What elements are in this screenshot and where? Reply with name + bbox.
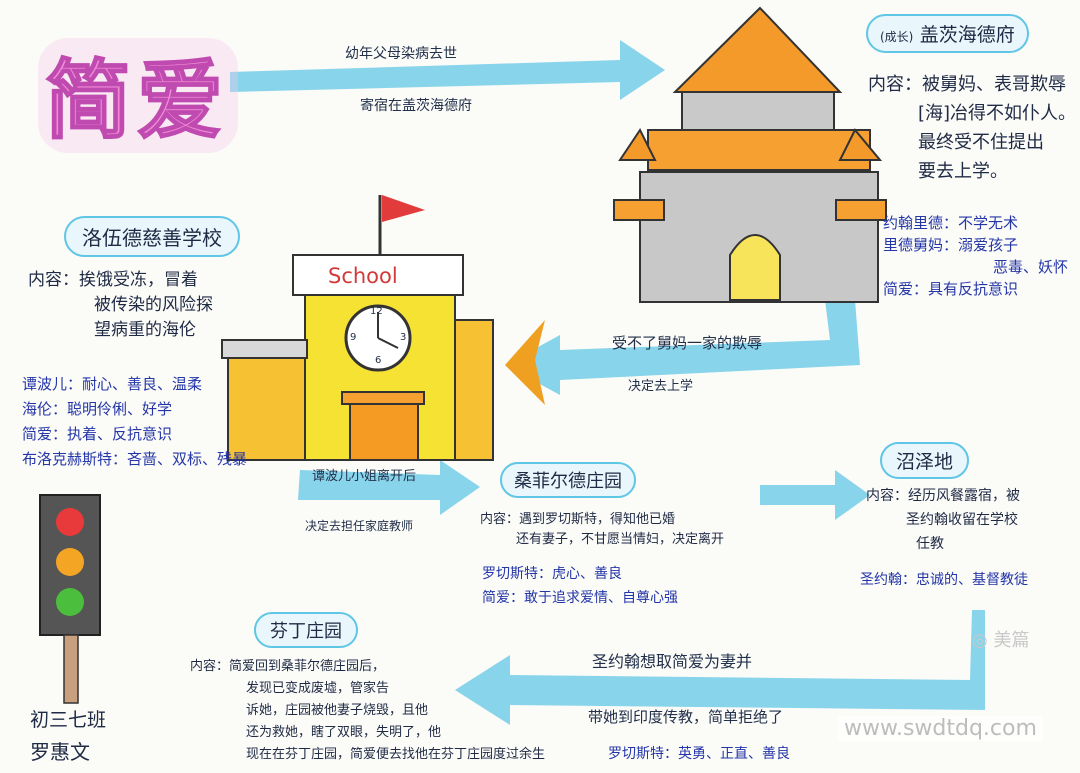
school-illustration bbox=[221, 195, 494, 461]
gateshead-title-box: (成长) 盖茨海德府 bbox=[866, 14, 1029, 53]
watermark-logo-text: 美篇 bbox=[993, 630, 1030, 651]
lowood-title: 洛伍德慈善学校 bbox=[64, 216, 240, 257]
clock-label-6: 6 bbox=[375, 355, 382, 366]
gateshead-char-line: 里德舅妈：溺爱孩子 bbox=[883, 236, 1019, 254]
gateshead-char-line: 恶毒、妖怀 bbox=[993, 258, 1069, 276]
arrow5-top-label: 圣约翰想取简爱为妻并 bbox=[592, 652, 753, 671]
gateshead-section: (成长) 盖茨海德府 bbox=[866, 14, 1029, 53]
marsh-characters: 圣约翰：忠诚的、基督教徒 bbox=[860, 570, 1028, 590]
ferndean-content: 内容：简爱回到桑菲尔德庄园后， 发现已变成废墟，管家告 诉她，庄园被他妻子烧毁，… bbox=[190, 656, 545, 766]
marsh-char-line: 圣约翰：忠诚的、基督教徒 bbox=[860, 572, 1028, 588]
lowood-content: 内容：挨饿受冻，冒着 被传染的风险探 望病重的海伦 bbox=[28, 268, 213, 343]
clock-label-12: 12 bbox=[370, 306, 383, 317]
clock-label-3: 3 bbox=[400, 332, 407, 343]
main-title: 简爱 bbox=[44, 50, 229, 152]
ferndean-char-line: 罗切斯特：英勇、正直、善良 bbox=[608, 746, 790, 762]
marsh-title: 沼泽地 bbox=[880, 442, 970, 479]
gateshead-title-prefix: (成长) bbox=[880, 30, 914, 44]
ferndean-content-line: 诉她，庄园被他妻子烧毁，且他 bbox=[246, 703, 429, 718]
clock-label-9: 9 bbox=[350, 332, 357, 343]
lowood-content-line: 内容：挨饿受冻，冒着 bbox=[28, 270, 198, 290]
gateshead-content-line: [海]冶得不如仆人。 bbox=[918, 103, 1077, 124]
gateshead-title: 盖茨海德府 bbox=[919, 24, 1015, 46]
ferndean-content-line: 现在在芬丁庄园，简爱便去找他在芬丁庄园度过余生 bbox=[246, 747, 546, 762]
lowood-characters: 谭波儿：耐心、善良、温柔 海伦：聪明伶俐、好学 简爱：执着、反抗意识 布洛克赫斯… bbox=[22, 372, 247, 472]
arrow1-top-label: 幼年父母染病去世 bbox=[345, 46, 457, 62]
thornfield-characters: 罗切斯特：虎心、善良 简爱：敢于追求爱情、自尊心强 bbox=[482, 562, 678, 610]
ferndean-characters: 罗切斯特：英勇、正直、善良 bbox=[608, 744, 790, 764]
traffic-light-illustration bbox=[39, 494, 101, 704]
castle-illustration bbox=[613, 6, 887, 303]
marsh-content: 内容：经历风餐露宿，被 圣约翰收留在学校 任教 bbox=[866, 484, 1020, 556]
ferndean-content-line: 内容：简爱回到桑菲尔德庄园后， bbox=[190, 659, 386, 674]
watermark-site: www.swdtdq.com bbox=[838, 716, 1043, 741]
author-class: 初三七班 bbox=[30, 709, 107, 731]
gateshead-content-line: 最终受不住提出 bbox=[918, 132, 1044, 153]
gateshead-content-line: 要去上学。 bbox=[918, 161, 1008, 182]
gateshead-characters: 约翰里德：不学无术 里德舅妈：溺爱孩子 恶毒、妖怀 简爱：具有反抗意识 bbox=[883, 212, 1068, 300]
watermark-logo: ◎ 美篇 bbox=[972, 626, 1029, 652]
gateshead-content: 内容：被舅妈、表哥欺辱 [海]冶得不如仆人。 最终受不住提出 要去上学。 bbox=[868, 70, 1076, 186]
arrow5-bottom-label: 带她到印度传教，简单拒绝了 bbox=[588, 708, 784, 726]
lowood-char-line: 布洛克赫斯特：吝啬、双标、残暴 bbox=[22, 450, 248, 468]
ferndean-content-line: 发现已变成废墟，管家告 bbox=[246, 681, 390, 696]
watermark-logo-icon: ◎ bbox=[972, 630, 988, 651]
gateshead-char-line: 约翰里德：不学无术 bbox=[883, 214, 1019, 232]
thornfield-char-line: 简爱：敢于追求爱情、自尊心强 bbox=[482, 590, 678, 606]
marsh-content-line: 圣约翰收留在学校 bbox=[906, 512, 1018, 528]
lowood-char-line: 海伦：聪明伶俐、好学 bbox=[22, 400, 173, 418]
author-name: 罗惠文 bbox=[30, 740, 90, 764]
lowood-char-line: 谭波儿：耐心、善良、温柔 bbox=[22, 375, 203, 393]
thornfield-content-line: 内容：遇到罗切斯特，得知他已婚 bbox=[480, 512, 676, 527]
lowood-content-line: 被传染的风险探 bbox=[94, 295, 213, 315]
lowood-content-line: 望病重的海伦 bbox=[94, 320, 196, 340]
thornfield-title: 桑菲尔德庄园 bbox=[500, 462, 636, 498]
thornfield-content-line: 还有妻子，不甘愿当情妇，决定离开 bbox=[516, 532, 725, 547]
marsh-content-line: 任教 bbox=[916, 536, 944, 552]
arrow2-top-label: 受不了舅妈一家的欺辱 bbox=[612, 334, 763, 352]
marsh-content-line: 内容：经历风餐露宿，被 bbox=[866, 488, 1020, 504]
arrow1-bottom-label: 寄宿在盖茨海德府 bbox=[360, 98, 472, 114]
gateshead-char-line: 简爱：具有反抗意识 bbox=[883, 280, 1019, 298]
ferndean-title: 芬丁庄园 bbox=[254, 612, 358, 648]
thornfield-content: 内容：遇到罗切斯特，得知他已婚 还有妻子，不甘愿当情妇，决定离开 bbox=[480, 510, 724, 550]
ferndean-content-line: 还为救她，瞎了双眼，失明了，他 bbox=[246, 725, 442, 740]
arrow3-top-label: 谭波儿小姐离开后 bbox=[312, 469, 417, 484]
arrow3-bottom-label: 决定去担任家庭教师 bbox=[305, 519, 414, 533]
arrow2-bottom-label: 决定去上学 bbox=[628, 379, 694, 394]
lowood-char-line: 简爱：执着、反抗意识 bbox=[22, 425, 173, 443]
gateshead-content-line: 内容：被舅妈、表哥欺辱 bbox=[868, 74, 1066, 95]
thornfield-char-line: 罗切斯特：虎心、善良 bbox=[482, 566, 622, 582]
school-sign: School bbox=[328, 264, 398, 288]
